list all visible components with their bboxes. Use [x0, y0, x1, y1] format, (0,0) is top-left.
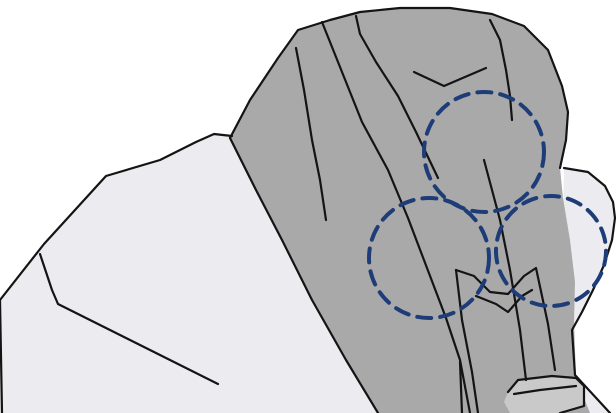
mesh-diagram: [0, 0, 616, 413]
diagram-canvas: [0, 0, 616, 413]
